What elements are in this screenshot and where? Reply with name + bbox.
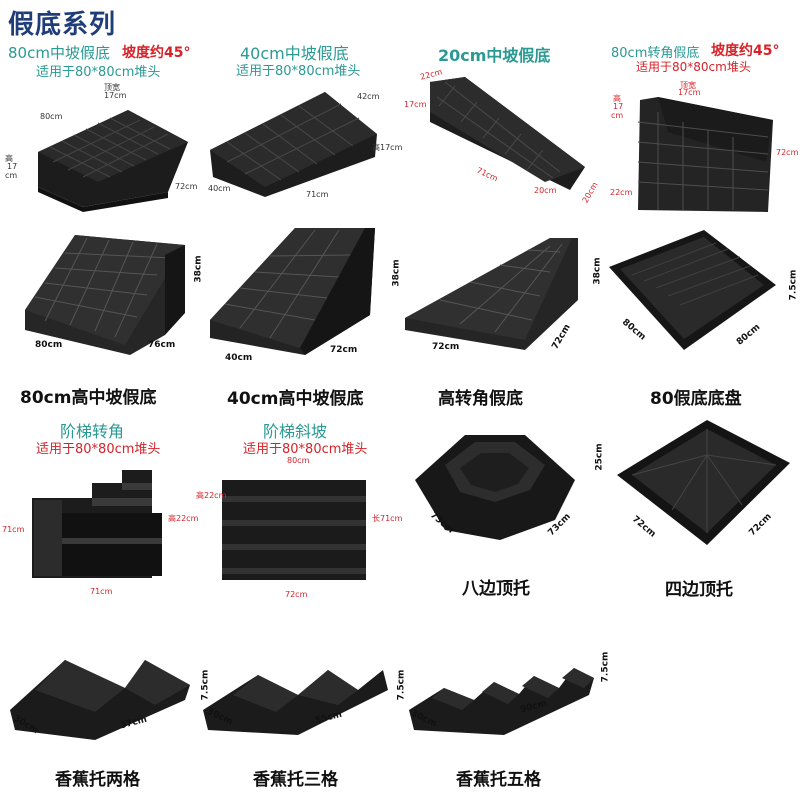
fit-note: 适用于80*80cm堆头 bbox=[36, 65, 161, 80]
dim-label: 22cm bbox=[610, 188, 633, 197]
product-image-square-cap bbox=[617, 420, 790, 545]
product-image-step-slope bbox=[222, 480, 366, 580]
product-image-80cm-corner bbox=[637, 97, 773, 212]
dim-label: 72cm bbox=[432, 342, 460, 352]
product-image-20cm-mid-slope bbox=[430, 77, 585, 190]
dim-label: 40cm bbox=[225, 353, 253, 363]
dim-label: 80cm bbox=[40, 112, 63, 121]
dim-label: 42cm bbox=[357, 92, 380, 101]
dim-label: 7.5cm bbox=[788, 269, 799, 301]
dim-label: 17 bbox=[613, 102, 624, 111]
dim-label: 高 bbox=[613, 94, 621, 103]
dim-label: 76cm bbox=[148, 340, 176, 350]
dim-label: 80cm bbox=[287, 456, 310, 465]
product-image-banana-tray-5 bbox=[409, 668, 594, 735]
slope-note: 坡度约45° bbox=[711, 43, 780, 59]
dim-label: 80cm bbox=[35, 340, 63, 350]
product-caption: 高转角假底 bbox=[438, 389, 523, 409]
dim-label: 高 bbox=[5, 154, 13, 163]
dim-label: 25cm bbox=[594, 443, 605, 471]
dim-label: 高17cm bbox=[372, 143, 403, 152]
dim-label: 17cm bbox=[104, 91, 127, 100]
dim-label: 71cm bbox=[90, 587, 113, 596]
dim-label: 72cm bbox=[776, 148, 799, 157]
slope-note: 坡度约45° bbox=[122, 45, 191, 61]
product-caption: 香蕉托两格 bbox=[55, 770, 140, 790]
dim-label: 长71cm bbox=[372, 514, 403, 523]
product-caption: 80cm高中坡假底 bbox=[20, 388, 157, 408]
dim-label: 高22cm bbox=[168, 514, 199, 523]
dim-label: 7.5cm bbox=[600, 651, 611, 683]
product-caption: 八边顶托 bbox=[462, 579, 530, 599]
product-image-40cm-high-slope bbox=[210, 228, 375, 355]
page-title: 假底系列 bbox=[8, 10, 117, 40]
product-name-80cm-corner: 80cm转角假底 bbox=[611, 46, 700, 61]
product-image-80-base-tray bbox=[609, 230, 776, 350]
product-name-20cm-mid-slope: 20cm中坡假底 bbox=[438, 46, 551, 65]
product-image-high-corner bbox=[405, 238, 578, 350]
dim-label: 38cm bbox=[193, 255, 204, 283]
fit-note: 适用于80*80cm堆头 bbox=[236, 64, 361, 79]
product-image-80cm-mid-slope bbox=[38, 110, 188, 212]
product-caption: 80假底底盘 bbox=[650, 389, 742, 409]
fit-note: 适用于80*80cm堆头 bbox=[243, 442, 368, 457]
product-image-banana-tray-2 bbox=[10, 660, 190, 740]
dim-label: 17 bbox=[7, 162, 18, 171]
dim-label: 71cm bbox=[306, 190, 329, 199]
product-caption: 香蕉托五格 bbox=[456, 770, 541, 790]
dim-label: 17cm bbox=[404, 100, 427, 109]
dim-label: 顶宽 bbox=[680, 81, 696, 90]
product-name-40cm-mid-slope: 40cm中坡假底 bbox=[240, 44, 349, 63]
dim-label: 72cm bbox=[175, 182, 198, 191]
dim-label: 72cm bbox=[285, 590, 308, 599]
product-image-80cm-high-slope bbox=[25, 235, 185, 355]
dim-label: 72cm bbox=[330, 345, 358, 355]
product-image-octagon-cap bbox=[415, 435, 575, 540]
product-caption: 香蕉托三格 bbox=[253, 770, 338, 790]
dim-label: 38cm bbox=[592, 257, 603, 285]
product-caption: 四边顶托 bbox=[665, 580, 733, 600]
product-caption: 40cm高中坡假底 bbox=[227, 389, 364, 409]
dim-label: 顶宽 bbox=[104, 83, 120, 92]
dim-label: 71cm bbox=[2, 525, 25, 534]
dim-label: cm bbox=[611, 111, 624, 120]
dim-label: 40cm bbox=[208, 184, 231, 193]
product-image-banana-tray-3 bbox=[203, 670, 388, 735]
dim-label: 高22cm bbox=[196, 491, 227, 500]
dim-label: cm bbox=[5, 171, 18, 180]
fit-note: 适用于80*80cm堆头 bbox=[636, 60, 751, 74]
product-image-step-corner bbox=[32, 470, 162, 578]
product-name-step-slope: 阶梯斜坡 bbox=[263, 422, 328, 441]
dim-label: 17cm bbox=[678, 88, 701, 97]
fit-note: 适用于80*80cm堆头 bbox=[36, 442, 161, 457]
product-name-80cm-mid-slope: 80cm中坡假底 bbox=[8, 44, 110, 62]
product-name-step-corner: 阶梯转角 bbox=[60, 422, 125, 441]
product-image-40cm-mid-slope bbox=[210, 92, 377, 197]
dim-label: 20cm bbox=[534, 186, 557, 195]
